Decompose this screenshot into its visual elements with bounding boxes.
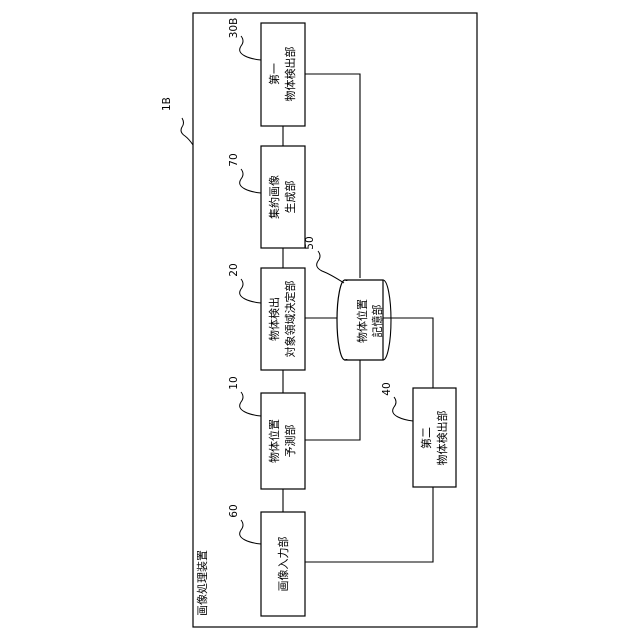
block-second-detector: 第二 物体検出部 [413,388,456,487]
block-image-input-label: 画像入力部 [276,537,290,592]
block-position-predict-line1: 物体位置 [267,419,281,463]
block-aggregate-image: 集約画像 生成部 [261,146,305,248]
leader-10 [240,392,261,416]
block-first-detector-line1: 第一 [267,63,281,85]
block-image-input: 画像入力部 [261,512,305,616]
ref-50: 50 [304,236,316,249]
ref-70: 70 [228,153,240,166]
block-region-decide-line2: 対象領域決定部 [283,281,297,358]
block-region-decide: 物体検出 対象領域決定部 [261,268,305,370]
leader-40 [393,397,413,421]
block-position-predict-line2: 予測部 [283,425,297,458]
block-second-detector-line1: 第二 [419,427,433,449]
store-cylinder-right-cap [383,280,391,360]
wire-40-60 [305,487,433,562]
block-first-detector: 第一 物体検出部 [261,23,305,126]
store-position-memory: 物体位置 記憶部 [337,280,391,360]
ref-40: 40 [381,382,393,395]
ref-20: 20 [228,263,240,276]
block-region-decide-line1: 物体検出 [267,297,281,341]
apparatus-leader [181,118,193,145]
block-first-detector-line2: 物体検出部 [283,47,297,102]
ref-30b: 30B [228,18,240,39]
block-position-predict: 物体位置 予測部 [261,393,305,489]
store-line1: 物体位置 [355,299,369,343]
leader-70 [240,169,261,193]
ref-60: 60 [228,504,240,517]
wire-store-10 [305,360,360,440]
ref-10: 10 [228,376,240,389]
apparatus-frame [193,13,477,627]
apparatus-ref: 1B [161,97,173,111]
apparatus-title: 画像処理装置 [196,550,209,616]
store-line2: 記憶部 [370,305,384,338]
block-second-detector-line2: 物体検出部 [435,411,449,466]
leader-20 [240,279,261,303]
leader-60 [240,520,261,544]
block-aggregate-image-line2: 生成部 [283,181,297,214]
block-aggregate-image-line1: 集約画像 [267,175,281,219]
leader-50 [317,251,344,283]
leader-30b [240,36,261,60]
